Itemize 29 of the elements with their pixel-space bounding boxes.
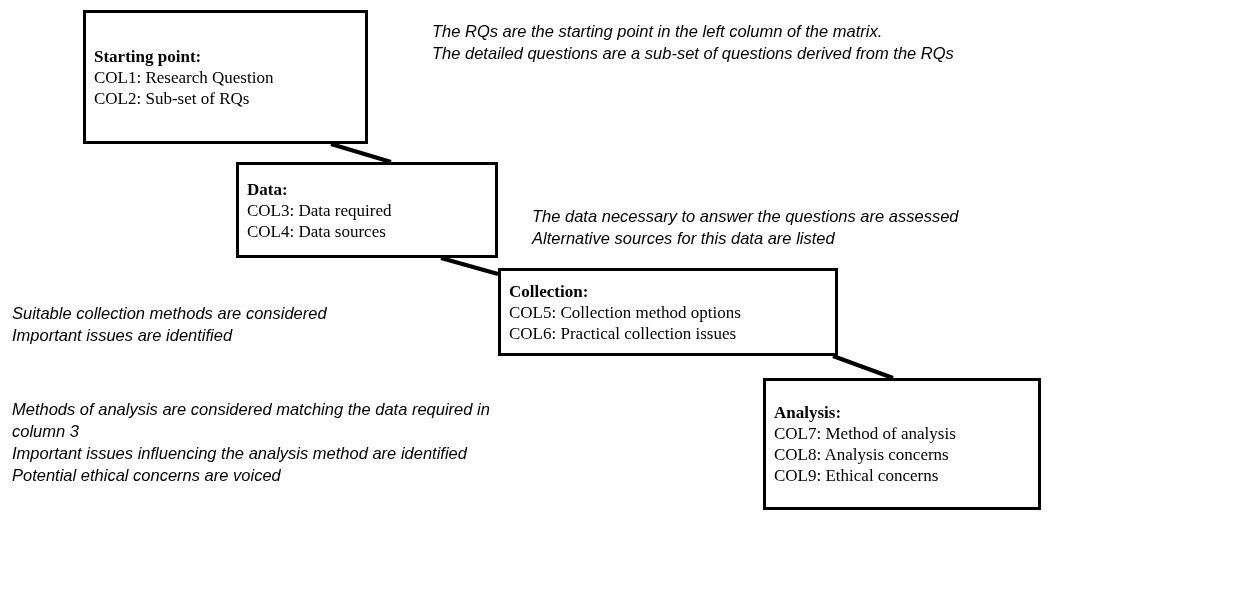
- process-box: [236, 162, 498, 258]
- column-text: COL5: Collection method options: [509, 301, 742, 323]
- note-text: Alternative sources for this data are listed: [532, 228, 835, 249]
- process-box: [498, 268, 838, 356]
- box-heading: Data:: [247, 178, 289, 200]
- note-text: The detailed questions are a sub-set of questions derived from the RQs: [432, 43, 954, 64]
- box-heading: Starting point:: [94, 45, 203, 67]
- column-text: COL8: Analysis concerns: [774, 444, 950, 465]
- note-text: Important issues influencing the analysis method are identified: [12, 443, 467, 464]
- connector-line: [832, 354, 894, 380]
- process-box: [763, 378, 1041, 510]
- note-text: Important issues are identified: [12, 325, 233, 346]
- note-text: Potential ethical concerns are voiced: [12, 465, 281, 486]
- column-text: COL2: Sub-set of RQs: [94, 87, 251, 109]
- column-text: COL1: Research Question: [94, 66, 275, 88]
- note-text: The RQs are the starting point in the left column of the matrix.: [432, 21, 883, 42]
- column-text: COL7: Method of analysis: [774, 423, 957, 444]
- connector-line: [440, 256, 499, 276]
- column-text: COL6: Practical collection issues: [509, 322, 738, 344]
- column-text: COL3: Data required: [247, 199, 393, 221]
- process-box: [83, 10, 368, 144]
- box-heading: Collection:: [509, 280, 590, 302]
- box-heading: Analysis:: [774, 402, 843, 423]
- column-text: COL4: Data sources: [247, 220, 387, 242]
- note-text: Methods of analysis are considered matching the data required in column 3: [12, 399, 491, 442]
- note-text: The data necessary to answer the questions are assessed: [532, 206, 959, 227]
- column-text: COL9: Ethical concerns: [774, 465, 940, 486]
- note-text: Suitable collection methods are considered: [12, 303, 327, 324]
- connector-line: [330, 142, 392, 164]
